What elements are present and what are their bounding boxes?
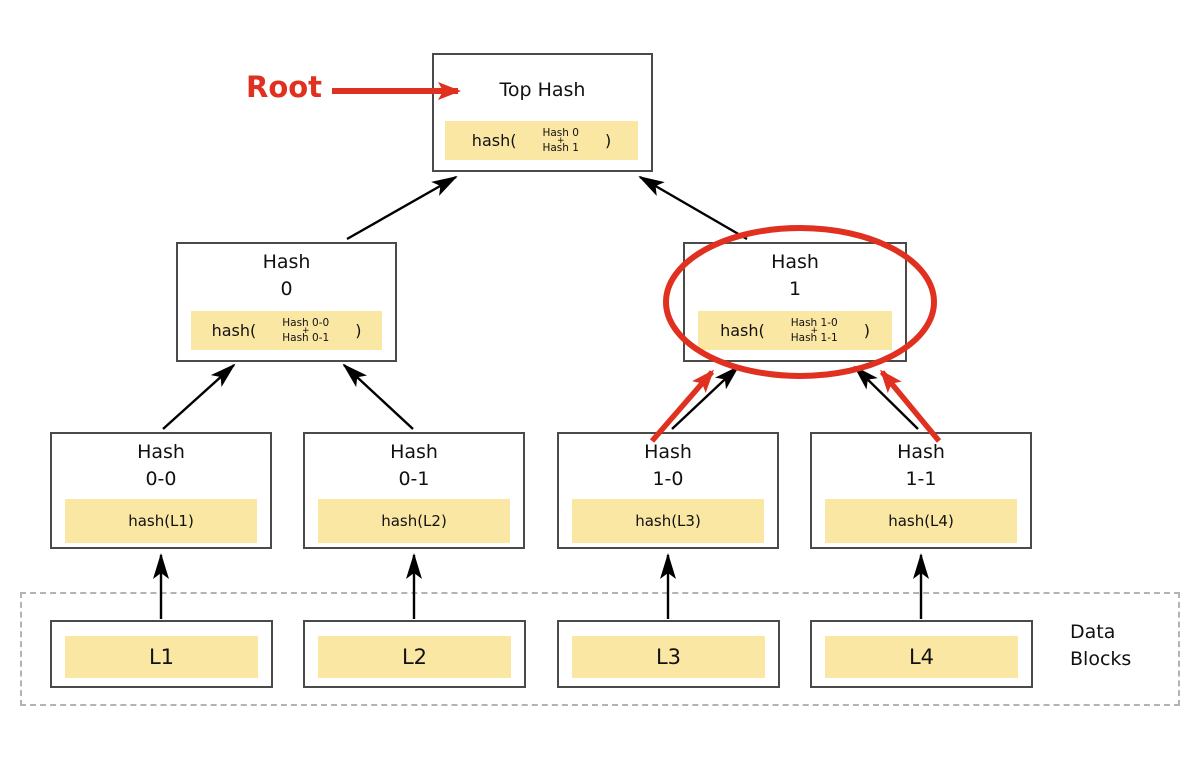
node-top-hash: Top Hash hash( Hash 0 + Hash 1 ) <box>432 53 653 172</box>
root-label: Root <box>246 70 323 104</box>
node-hash-0: Hash 0 hash( Hash 0-0 + Hash 0-1 ) <box>176 242 397 362</box>
node-hash-1: Hash 1 hash( Hash 1-0 + Hash 1-1 ) <box>683 242 907 362</box>
title-line2: 1-0 <box>652 468 684 490</box>
edge-hash0-to-tophash <box>346 175 458 241</box>
node-hash-0-1-title: Hash 0-1 <box>305 439 523 493</box>
audit-arrow-right <box>879 369 942 443</box>
hash-close-paren: ) <box>863 321 870 340</box>
data-blocks-label-line1: Data <box>1070 621 1116 643</box>
title-line2: 0-1 <box>398 468 430 490</box>
title-line1: Hash <box>897 441 945 463</box>
title-line1: Hash <box>644 441 692 463</box>
node-hash-1-title: Hash 1 <box>685 249 905 303</box>
data-block-l3-label: L3 <box>572 636 765 678</box>
plus-sign: + <box>301 325 310 336</box>
data-block-l1: L1 <box>50 620 273 688</box>
node-hash-0-1: Hash 0-1 hash(L2) <box>303 432 525 549</box>
hash-operand-bottom: Hash 1-1 <box>790 331 838 344</box>
audit-arrow-left <box>649 369 715 443</box>
hash-operands: Hash 0-0 + Hash 0-1 <box>282 316 330 344</box>
edge-hash1-to-tophash <box>638 175 748 241</box>
node-hash-1-0: Hash 1-0 hash(L3) <box>557 432 779 549</box>
node-top-hash-title: Top Hash <box>499 79 586 101</box>
hash-close-paren: ) <box>355 321 362 340</box>
title-line2: 1-1 <box>905 468 937 490</box>
data-blocks-container <box>20 592 1180 706</box>
node-hash-1-0-expression: hash(L3) <box>572 499 764 543</box>
hash-fn-text: hash( <box>211 321 257 340</box>
node-hash-1-1-title: Hash 1-1 <box>812 439 1030 493</box>
data-block-l1-label: L1 <box>65 636 258 678</box>
hash-fn-text: hash( <box>471 131 517 150</box>
title-line1: Hash <box>262 251 311 273</box>
node-hash-1-expression: hash( Hash 1-0 + Hash 1-1 ) <box>698 311 892 350</box>
node-hash-1-0-title: Hash 1-0 <box>559 439 777 493</box>
plus-sign: + <box>556 135 565 146</box>
title-line2: 0-0 <box>145 468 177 490</box>
hash-operand-top: Hash 0-0 <box>282 316 330 329</box>
title-line1: Hash <box>390 441 438 463</box>
node-top-hash-expression: hash( Hash 0 + Hash 1 ) <box>445 121 638 160</box>
node-hash-0-0: Hash 0-0 hash(L1) <box>50 432 272 549</box>
title-line1: Hash <box>771 251 819 273</box>
node-hash-0-1-expression: hash(L2) <box>318 499 510 543</box>
data-block-l4: L4 <box>810 620 1033 688</box>
edge-hash11-to-hash1 <box>853 365 919 430</box>
data-block-l2: L2 <box>303 620 526 688</box>
title-line2: 0 <box>280 278 293 300</box>
hash-operands: Hash 0 + Hash 1 <box>542 126 579 154</box>
node-hash-1-1: Hash 1-1 hash(L4) <box>810 432 1032 549</box>
node-hash-0-0-title: Hash 0-0 <box>52 439 270 493</box>
edge-hash01-to-hash0 <box>342 363 414 430</box>
node-hash-0-0-expression: hash(L1) <box>65 499 257 543</box>
hash-operand-top: Hash 0 <box>542 126 579 139</box>
edge-hash10-to-hash1 <box>671 365 740 430</box>
title-line2: 1 <box>788 278 802 300</box>
data-block-l2-label: L2 <box>318 636 511 678</box>
hash-close-paren: ) <box>604 131 612 150</box>
hash-operand-bottom: Hash 1 <box>542 141 579 154</box>
edge-hash00-to-hash0 <box>162 363 236 430</box>
node-hash-1-1-expression: hash(L4) <box>825 499 1017 543</box>
node-hash-0-expression: hash( Hash 0-0 + Hash 0-1 ) <box>191 311 382 350</box>
data-block-l3: L3 <box>557 620 780 688</box>
hash-operand-bottom: Hash 0-1 <box>282 331 330 344</box>
data-block-l4-label: L4 <box>825 636 1018 678</box>
node-hash-0-title: Hash 0 <box>178 249 395 303</box>
hash-operands: Hash 1-0 + Hash 1-1 <box>790 317 838 344</box>
data-blocks-label-line2: Blocks <box>1070 648 1132 670</box>
title-line1: Hash <box>137 441 185 463</box>
hash-fn-text: hash( <box>720 321 765 340</box>
